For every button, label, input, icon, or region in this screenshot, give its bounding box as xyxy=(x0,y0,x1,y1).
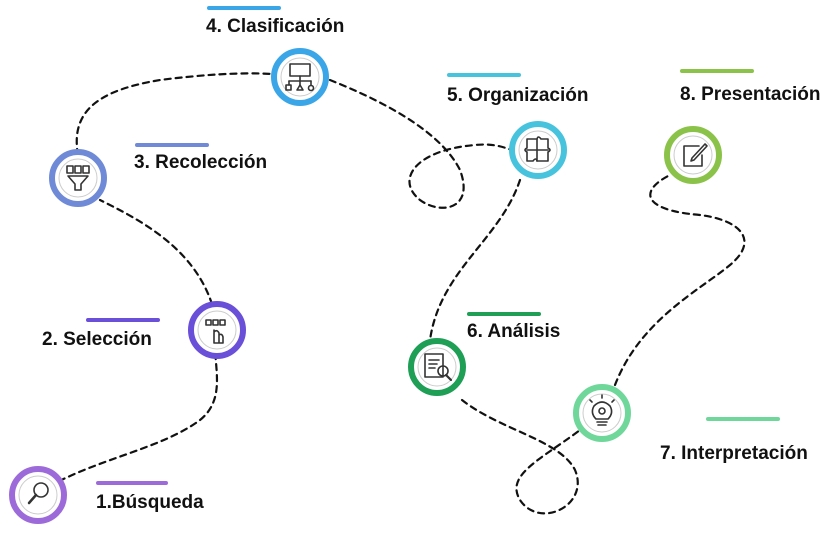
hierarchy-icon xyxy=(285,63,315,92)
label-recoleccion: 3. Recolección xyxy=(134,152,267,173)
bar-organizacion xyxy=(447,73,521,77)
bar-seleccion xyxy=(86,318,160,322)
edit-icon xyxy=(683,143,708,167)
bar-clasificacion xyxy=(207,6,281,10)
label-presentacion: 8. Presentación xyxy=(680,84,820,105)
label-organizacion: 5. Organización xyxy=(447,85,588,106)
label-analisis: 6. Análisis xyxy=(467,321,560,342)
node-clasificacion xyxy=(271,48,329,106)
label-seleccion: 2. Selección xyxy=(42,329,152,350)
node-presentacion xyxy=(664,126,722,184)
magnifier-icon xyxy=(27,482,49,505)
lightbulb-icon xyxy=(589,394,615,426)
bar-recoleccion xyxy=(135,143,209,147)
bar-presentacion xyxy=(680,69,754,73)
document-search-icon xyxy=(424,353,453,382)
bar-interpretacion xyxy=(706,417,780,421)
label-clasificacion: 4. Clasificación xyxy=(206,16,344,37)
node-recoleccion xyxy=(49,149,107,207)
node-organizacion xyxy=(509,121,567,179)
node-seleccion xyxy=(188,301,246,359)
bar-analisis xyxy=(467,312,541,316)
node-analisis xyxy=(408,338,466,396)
funnel-icon xyxy=(66,165,90,191)
label-busqueda: 1.Búsqueda xyxy=(96,492,204,513)
node-interpretacion xyxy=(573,384,631,442)
puzzle-icon xyxy=(524,136,551,162)
connector-path xyxy=(38,72,746,515)
bar-busqueda xyxy=(96,481,168,485)
hand-pointer-icon xyxy=(205,319,226,344)
node-busqueda xyxy=(9,466,67,524)
label-interpretacion: 7. Interpretación xyxy=(660,443,808,464)
